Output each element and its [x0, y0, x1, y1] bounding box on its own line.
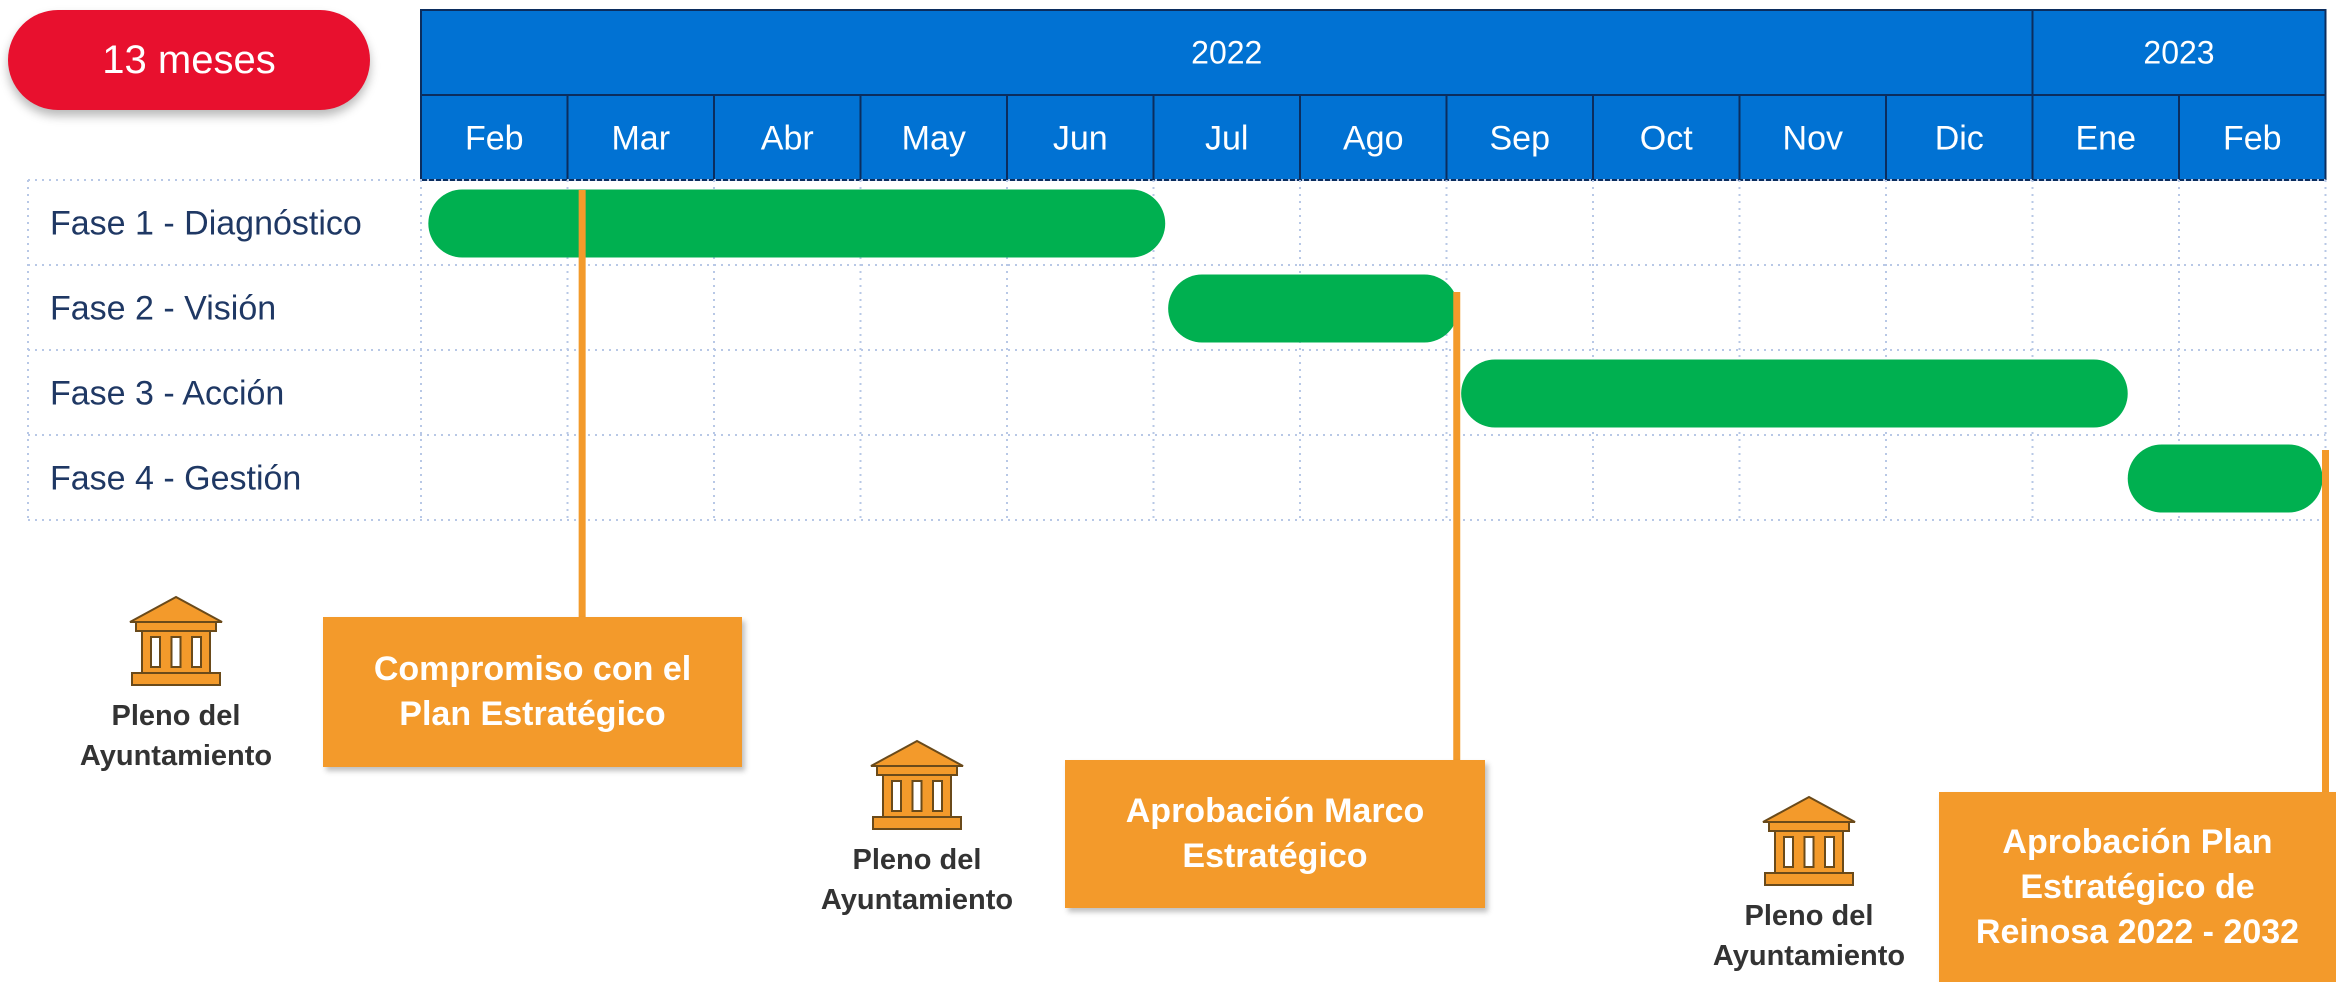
milestone-marco: Aprobación Marco Estratégico — [1065, 760, 1485, 908]
institution-icon — [129, 595, 223, 686]
month-label: Mar — [611, 120, 670, 158]
month-label: Jul — [1205, 120, 1248, 158]
pleno-label: Pleno del Ayuntamiento — [820, 844, 1014, 916]
pleno-label: Pleno del Ayuntamiento — [1712, 900, 1906, 972]
duration-label: 13 meses — [102, 37, 276, 82]
duration-badge: 13 meses — [8, 10, 370, 110]
phase-bar — [428, 189, 1166, 258]
month-label: Nov — [1783, 120, 1843, 158]
month-label: May — [902, 120, 966, 158]
month-label: Feb — [465, 120, 524, 158]
phase-label: Fase 3 - Acción — [50, 375, 284, 413]
milestone-label: Aprobación Marco Estratégico — [1125, 792, 1425, 875]
month-label: Ago — [1343, 120, 1404, 158]
pleno-label: Pleno del Ayuntamiento — [79, 700, 273, 772]
month-label: Feb — [2223, 120, 2282, 158]
month-label: Ene — [2076, 120, 2137, 158]
phase-bar — [1168, 274, 1459, 343]
month-label: Abr — [761, 120, 814, 158]
month-label: Dic — [1935, 120, 1984, 158]
institution-icon — [1762, 795, 1856, 886]
institution-icon — [870, 739, 964, 830]
milestone-compromiso: Compromiso con el Plan Estratégico — [323, 617, 742, 767]
pleno-3: Pleno del Ayuntamiento — [1689, 794, 1929, 976]
phase-label: Fase 2 - Visión — [50, 290, 276, 328]
milestone-label: Compromiso con el Plan Estratégico — [373, 650, 692, 733]
phase-bar — [1461, 359, 2128, 428]
month-label: Jun — [1053, 120, 1108, 158]
milestone-plan: Aprobación Plan Estratégico de Reinosa 2… — [1939, 792, 2336, 982]
milestone-label: Aprobación Plan Estratégico de Reinosa 2… — [1975, 822, 2300, 951]
pleno-2: Pleno del Ayuntamiento — [797, 738, 1037, 920]
month-label: Oct — [1640, 120, 1693, 158]
phase-label: Fase 4 - Gestión — [50, 460, 301, 498]
year-label: 2022 — [1191, 35, 1262, 71]
phase-bar — [2127, 444, 2323, 513]
phase-label: Fase 1 - Diagnóstico — [50, 205, 362, 243]
month-label: Sep — [1490, 120, 1551, 158]
year-label: 2023 — [2143, 35, 2214, 71]
pleno-1: Pleno del Ayuntamiento — [56, 594, 296, 776]
